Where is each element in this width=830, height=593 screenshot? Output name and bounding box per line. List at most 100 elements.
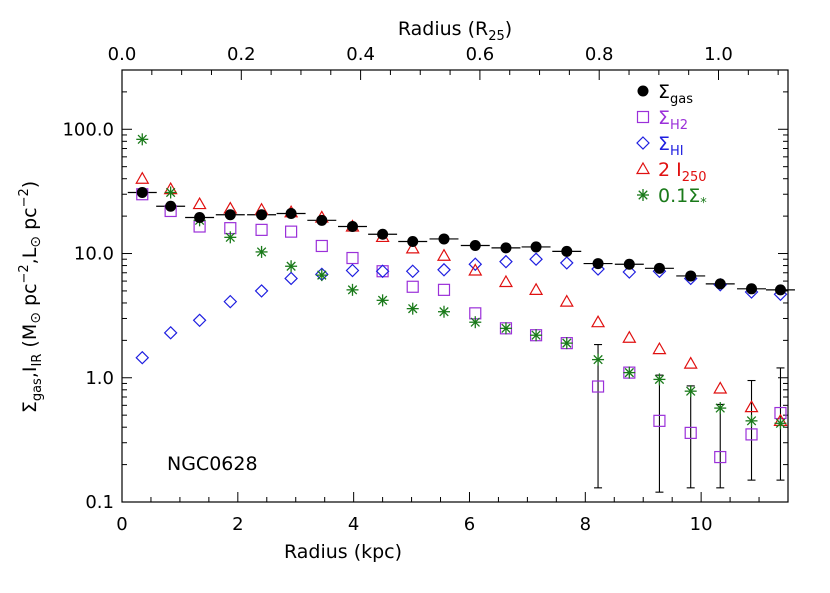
data-point <box>406 302 419 315</box>
top-x-tick-label: 0.4 <box>346 44 375 65</box>
x-tick-label: 2 <box>232 514 243 535</box>
data-point <box>559 256 574 270</box>
legend-label: ΣHI <box>658 133 684 159</box>
data-point <box>254 284 269 298</box>
plot-border <box>121 69 789 503</box>
legend-marker <box>637 189 649 201</box>
legend-marker <box>636 136 650 150</box>
x-tick-label: 6 <box>464 514 475 535</box>
data-point <box>316 214 328 226</box>
y-axis-label: Σgas,IIR (M⊙ pc−2,L⊙ pc−2) <box>17 181 45 413</box>
data-point <box>468 257 483 272</box>
data-point <box>499 254 513 269</box>
data-point <box>346 251 359 265</box>
data-point <box>714 402 727 415</box>
data-point <box>499 322 512 335</box>
legend-marker <box>635 161 651 175</box>
data-point <box>136 133 149 146</box>
data-point <box>498 274 513 288</box>
data-point <box>346 220 358 232</box>
data-point <box>376 265 389 278</box>
data-point <box>683 356 698 369</box>
data-point <box>652 341 667 355</box>
data-point <box>405 264 420 279</box>
data-point <box>623 366 636 379</box>
data-point <box>468 263 483 276</box>
data-point <box>469 240 481 252</box>
data-point <box>224 209 236 221</box>
data-point <box>561 245 573 257</box>
data-point <box>530 241 542 253</box>
axis-ticks <box>121 69 789 503</box>
data-point <box>346 283 359 296</box>
data-point <box>685 270 697 282</box>
top-x-tick-label: 1.0 <box>704 44 733 65</box>
data-point <box>438 233 450 245</box>
data-point <box>194 211 206 223</box>
data-point <box>774 284 786 296</box>
data-point <box>345 263 360 278</box>
data-point <box>774 417 787 430</box>
y-tick-label: 1.0 <box>85 368 114 389</box>
y-tick-label: 0.1 <box>85 492 114 513</box>
legend-label: 0.1Σ* <box>658 185 707 211</box>
x-axis-label: Radius (kpc) <box>284 541 402 563</box>
data-point <box>559 294 574 307</box>
data-point <box>315 269 328 282</box>
data-point <box>164 186 177 199</box>
data-point <box>135 350 150 365</box>
data-point <box>135 171 150 184</box>
data-point <box>376 294 389 307</box>
data-point <box>136 186 148 198</box>
y-tick-labels: 0.1 1.0 10.0 100.0 <box>62 119 114 513</box>
data-point <box>406 280 419 293</box>
data-point <box>436 248 452 261</box>
data-point <box>255 245 268 258</box>
data-point <box>592 258 604 270</box>
data-point <box>529 252 543 267</box>
data-point <box>284 271 298 286</box>
data-point <box>622 265 637 279</box>
data-point <box>684 426 697 439</box>
y-tick-label: 100.0 <box>62 119 114 140</box>
galaxy-annotation: NGC0628 <box>167 453 258 475</box>
legend-marker <box>636 110 650 124</box>
data-point <box>375 264 390 279</box>
y-tick-label: 10.0 <box>74 244 114 265</box>
plot-frame <box>121 69 789 503</box>
data-point <box>223 294 238 309</box>
data-point <box>653 373 666 386</box>
data-point <box>713 381 728 394</box>
x-tick-label: 4 <box>348 514 359 535</box>
data-point <box>530 329 543 342</box>
x-tick-label: 0 <box>116 514 127 535</box>
data-point <box>437 262 451 277</box>
x-tick-label: 10 <box>690 514 713 535</box>
data-point <box>255 223 268 236</box>
data-point <box>377 228 389 240</box>
data-point <box>714 450 727 464</box>
data-point <box>592 353 605 366</box>
legend-label: 2 I250 <box>658 159 707 185</box>
data-point <box>684 385 697 398</box>
data-marks <box>135 133 788 464</box>
data-point <box>591 314 606 328</box>
data-point <box>560 337 573 350</box>
legend-marker <box>637 85 649 97</box>
data-point <box>315 239 328 253</box>
top-x-tick-label: 0.0 <box>108 44 137 65</box>
top-x-tick-label: 0.6 <box>466 44 495 65</box>
data-point <box>653 262 665 274</box>
data-point <box>285 225 298 238</box>
data-point <box>405 241 420 254</box>
data-point <box>745 414 758 427</box>
data-point <box>622 330 637 343</box>
data-point <box>744 399 759 413</box>
data-point <box>500 242 512 254</box>
data-point <box>437 283 451 296</box>
data-point <box>469 316 482 329</box>
